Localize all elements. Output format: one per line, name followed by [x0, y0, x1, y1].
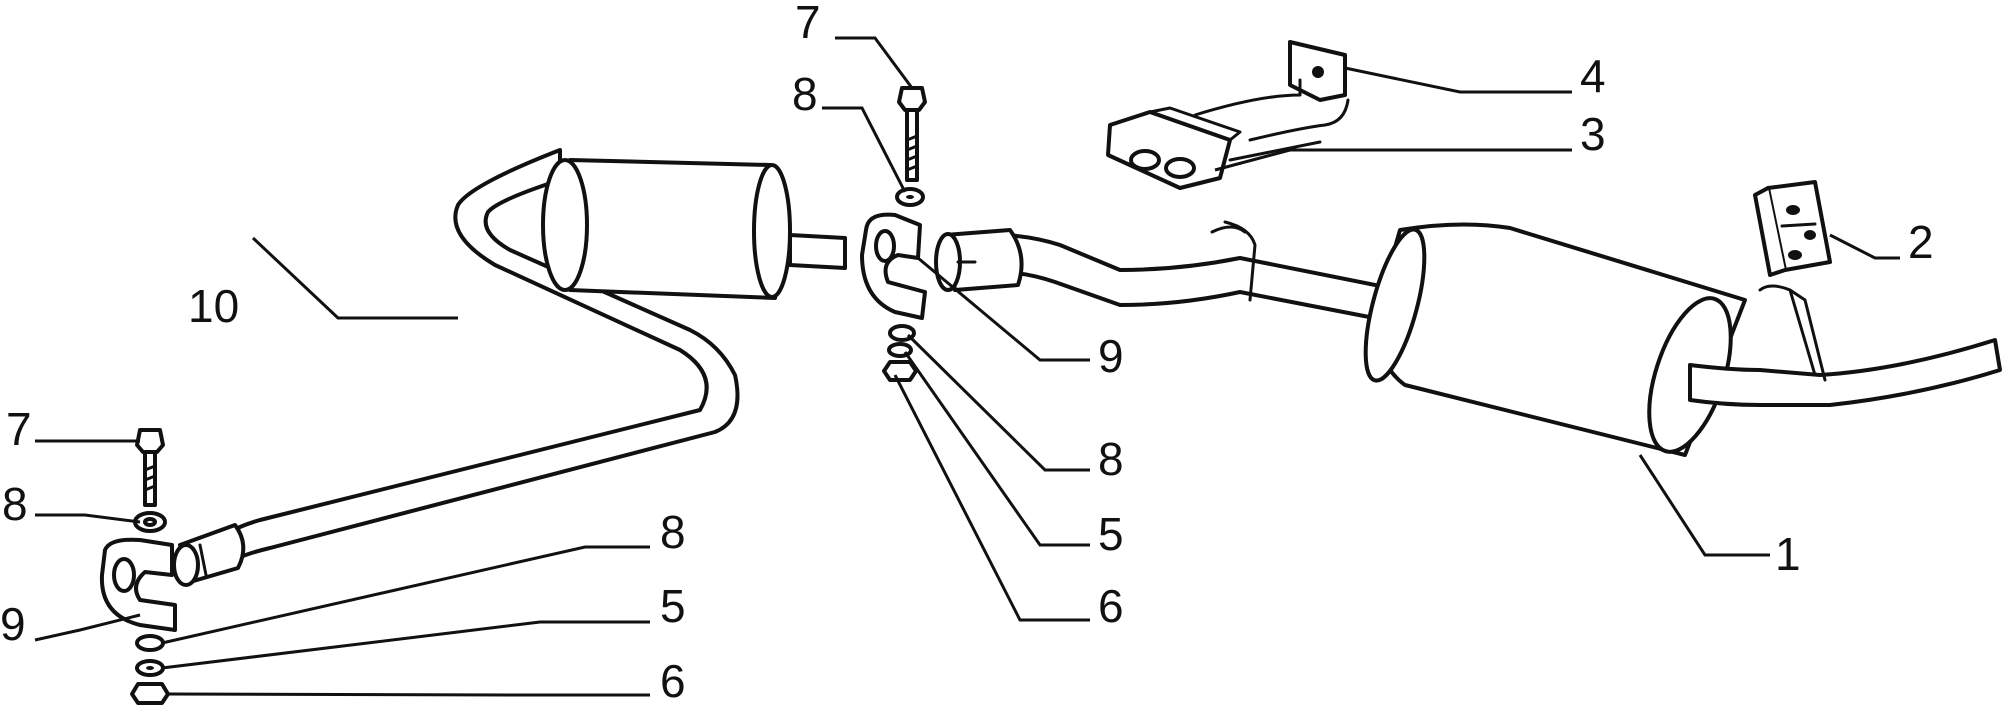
callout-5-mid: 5: [1098, 508, 1124, 560]
part-10-front-pipe-resonator: [172, 148, 847, 587]
part-1-rear-muffler: [934, 220, 2002, 457]
callout-4: 4: [1580, 50, 1606, 102]
part-4-bracket: [1193, 40, 1350, 142]
callout-5-left: 5: [660, 580, 686, 632]
left-clamp-assembly: [99, 428, 177, 705]
callout-8-left-low: 8: [660, 506, 686, 558]
part-3-rubber-mount: [1106, 106, 1322, 190]
callout-8-mid-top: 8: [792, 68, 818, 120]
callout-9-mid: 9: [1098, 330, 1124, 382]
callout-8-left-top: 8: [2, 478, 28, 530]
callout-6-mid: 6: [1098, 580, 1124, 632]
callout-labels: 1 2 3 4 10 7 8 9 8 5 6 7 8 9 8 5 6: [0, 0, 1934, 705]
callout-1: 1: [1775, 528, 1801, 580]
callout-2: 2: [1908, 216, 1934, 268]
part-2-rubber-mount: [1753, 180, 1832, 277]
middle-clamp-assembly: [860, 86, 927, 382]
callout-8-mid-low: 8: [1098, 433, 1124, 485]
leader-lines: [34, 36, 1900, 697]
callout-7-left: 7: [6, 403, 32, 455]
callout-3: 3: [1580, 108, 1606, 160]
callout-6-left: 6: [660, 655, 686, 705]
callout-9-left: 9: [0, 598, 26, 650]
callout-7-top: 7: [795, 0, 821, 48]
callout-10: 10: [188, 280, 239, 332]
